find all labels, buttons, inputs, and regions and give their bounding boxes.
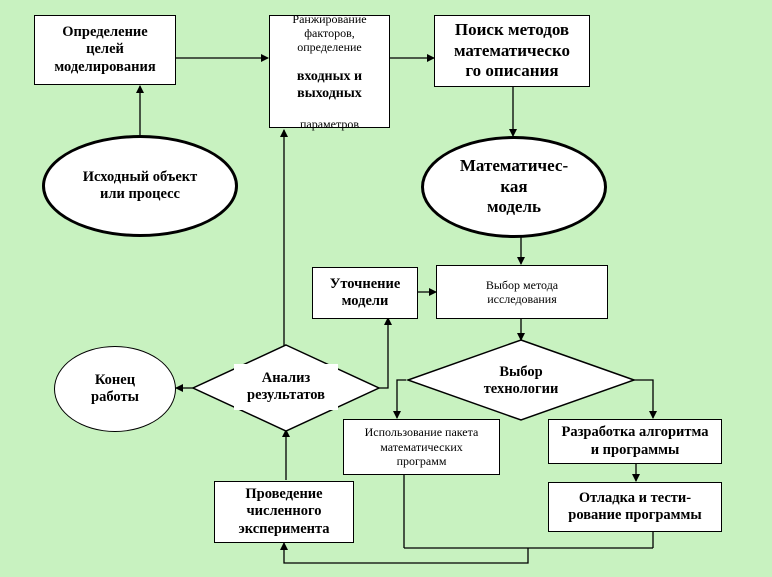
method-box: Выбор метода исследования	[436, 265, 608, 319]
source-label: Исходный объект или процесс	[82, 168, 198, 202]
tech-label: Выбор технологии	[483, 363, 559, 397]
ranking-box: Ранжирование факторов, определение входн…	[269, 12, 390, 131]
tech-diamond	[405, 339, 637, 421]
goals-box: Определение целей моделирования	[34, 15, 176, 85]
debug-label: Отладка и тести- рование программы	[568, 489, 702, 523]
arrow-tech-to-algorithm	[633, 379, 657, 419]
ranking-label: Ранжирование факторов, определение входн…	[292, 0, 366, 146]
package-box: Использование пакета математических прог…	[343, 419, 500, 475]
model-label: Математичес- кая модель	[459, 156, 569, 217]
arrow-bus-to-experiment	[280, 542, 529, 564]
method-label: Выбор метода исследования	[485, 277, 559, 306]
refine-label: Уточнение модели	[329, 275, 401, 309]
goals-label: Определение целей моделирования	[54, 23, 156, 75]
package-label: Использование пакета математических прог…	[364, 425, 479, 469]
search-box: Поиск методов математическо го описания	[434, 15, 590, 87]
end-ellipse: Конец работы	[54, 346, 176, 432]
ranking-label-bottom: параметров	[299, 117, 360, 132]
tech-label-wrap: Выбор технологии	[458, 360, 584, 402]
analysis-label-box: Анализ результатов	[234, 364, 338, 410]
debug-box: Отладка и тести- рование программы	[548, 482, 722, 532]
arrow-analysis-to-refine	[377, 317, 392, 389]
algorithm-label: Разработка алгоритма и программы	[561, 424, 709, 458]
ranking-label-top: Ранжирование факторов, определение	[292, 11, 367, 55]
source-ellipse: Исходный объект или процесс	[42, 135, 238, 237]
search-label: Поиск методов математическо го описания	[453, 20, 571, 81]
ranking-label-bold: входных и выходных	[296, 69, 363, 101]
analysis-label: Анализ результатов	[247, 369, 325, 403]
refine-box: Уточнение модели	[312, 267, 418, 319]
experiment-label: Проведение численного эксперимента	[238, 485, 330, 537]
algorithm-box: Разработка алгоритма и программы	[548, 419, 722, 464]
end-label: Конец работы	[91, 371, 139, 405]
arrow-tech-to-package	[393, 379, 406, 419]
model-ellipse: Математичес- кая модель	[421, 136, 607, 238]
experiment-box: Проведение численного эксперимента	[214, 481, 354, 543]
